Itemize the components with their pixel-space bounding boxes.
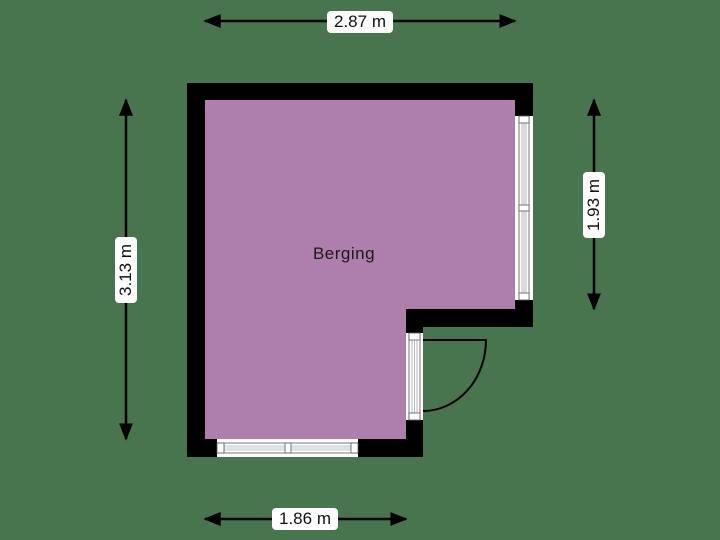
window-right [515, 115, 533, 301]
dimension-label-bottom: 1.86 m [272, 508, 338, 530]
dimension-label-right: 1.93 m [583, 172, 605, 238]
door-swing-arc [422, 339, 488, 412]
door [406, 332, 488, 421]
room-floor [205, 100, 515, 439]
dimension-label-left: 3.13 m [115, 237, 137, 303]
window-bottom [216, 439, 359, 457]
room-label: Berging [312, 244, 376, 263]
dimension-label-top: 2.87 m [327, 11, 393, 33]
